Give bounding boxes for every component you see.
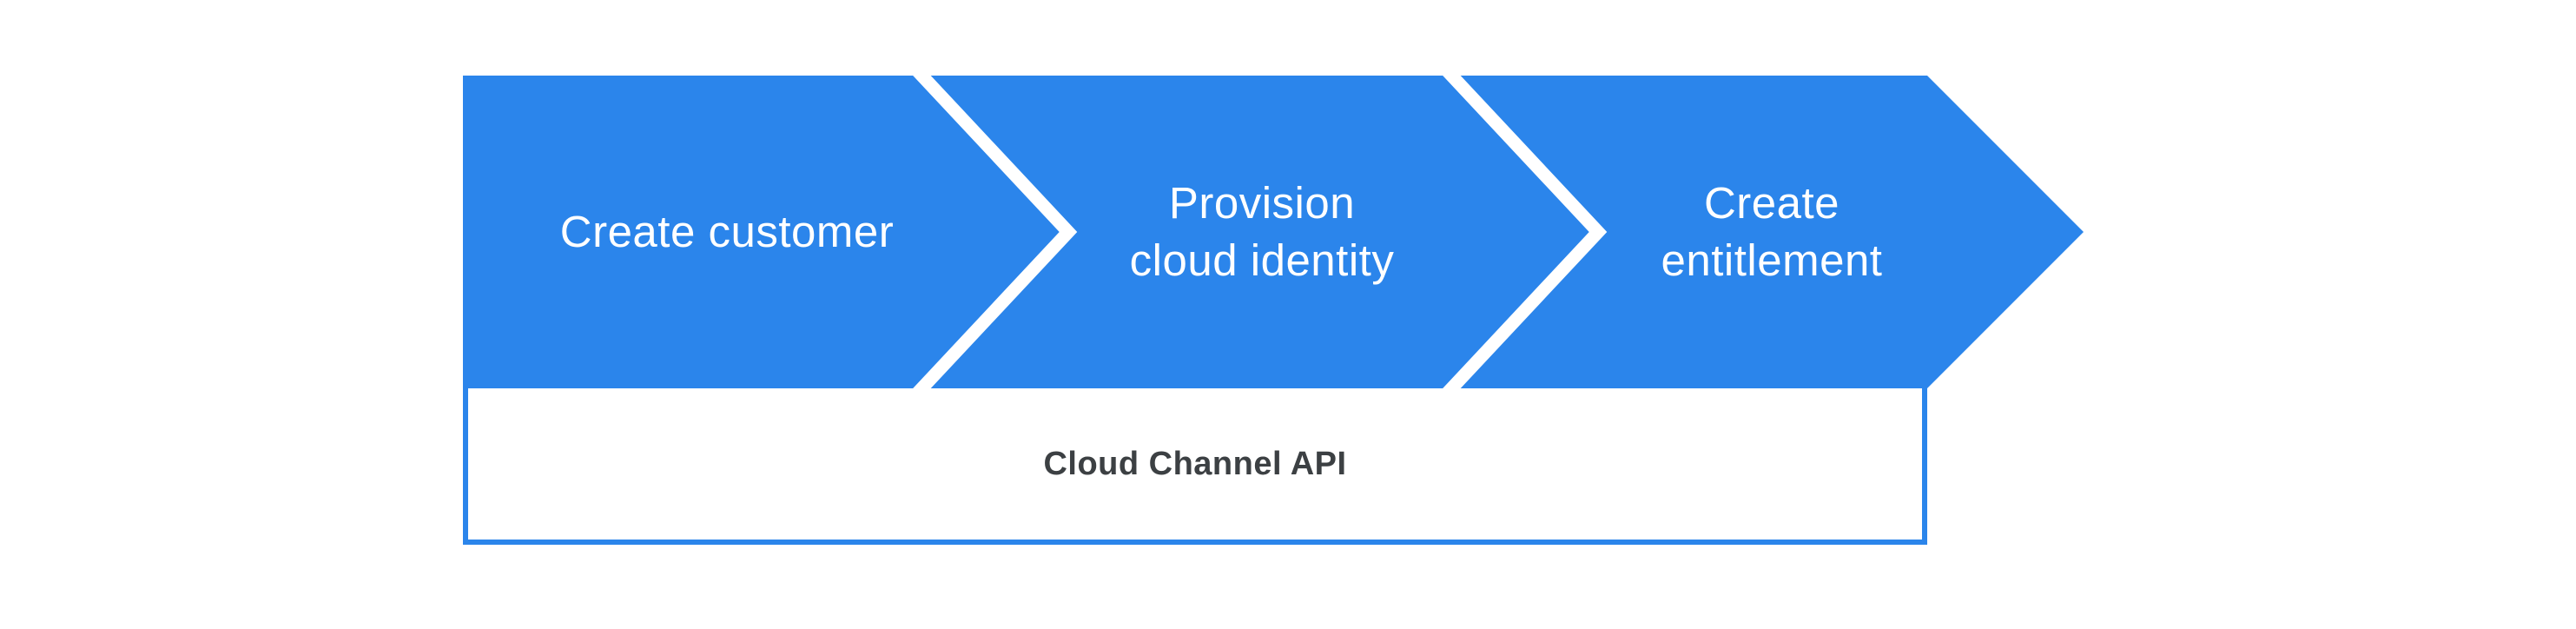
step-label-create-customer: Create customer xyxy=(463,76,991,388)
step-text-line: entitlement xyxy=(1661,235,1883,285)
arrow-body-shape xyxy=(463,76,2084,388)
step-text-line: cloud identity xyxy=(1129,235,1395,285)
chevron-separator-1 xyxy=(909,63,1078,401)
api-box-label: Cloud Channel API xyxy=(1043,445,1347,482)
step-label-provision-cloud-identity: Provision cloud identity xyxy=(998,76,1526,388)
step-text-line: Create customer xyxy=(559,207,895,256)
cloud-channel-api-box: Cloud Channel API xyxy=(463,388,1927,545)
step-text-line: Create xyxy=(1703,178,1840,228)
step-label-create-entitlement: Create entitlement xyxy=(1508,76,2036,388)
chevron-separator-2 xyxy=(1439,63,1608,401)
step-text-line: Provision xyxy=(1168,178,1356,228)
